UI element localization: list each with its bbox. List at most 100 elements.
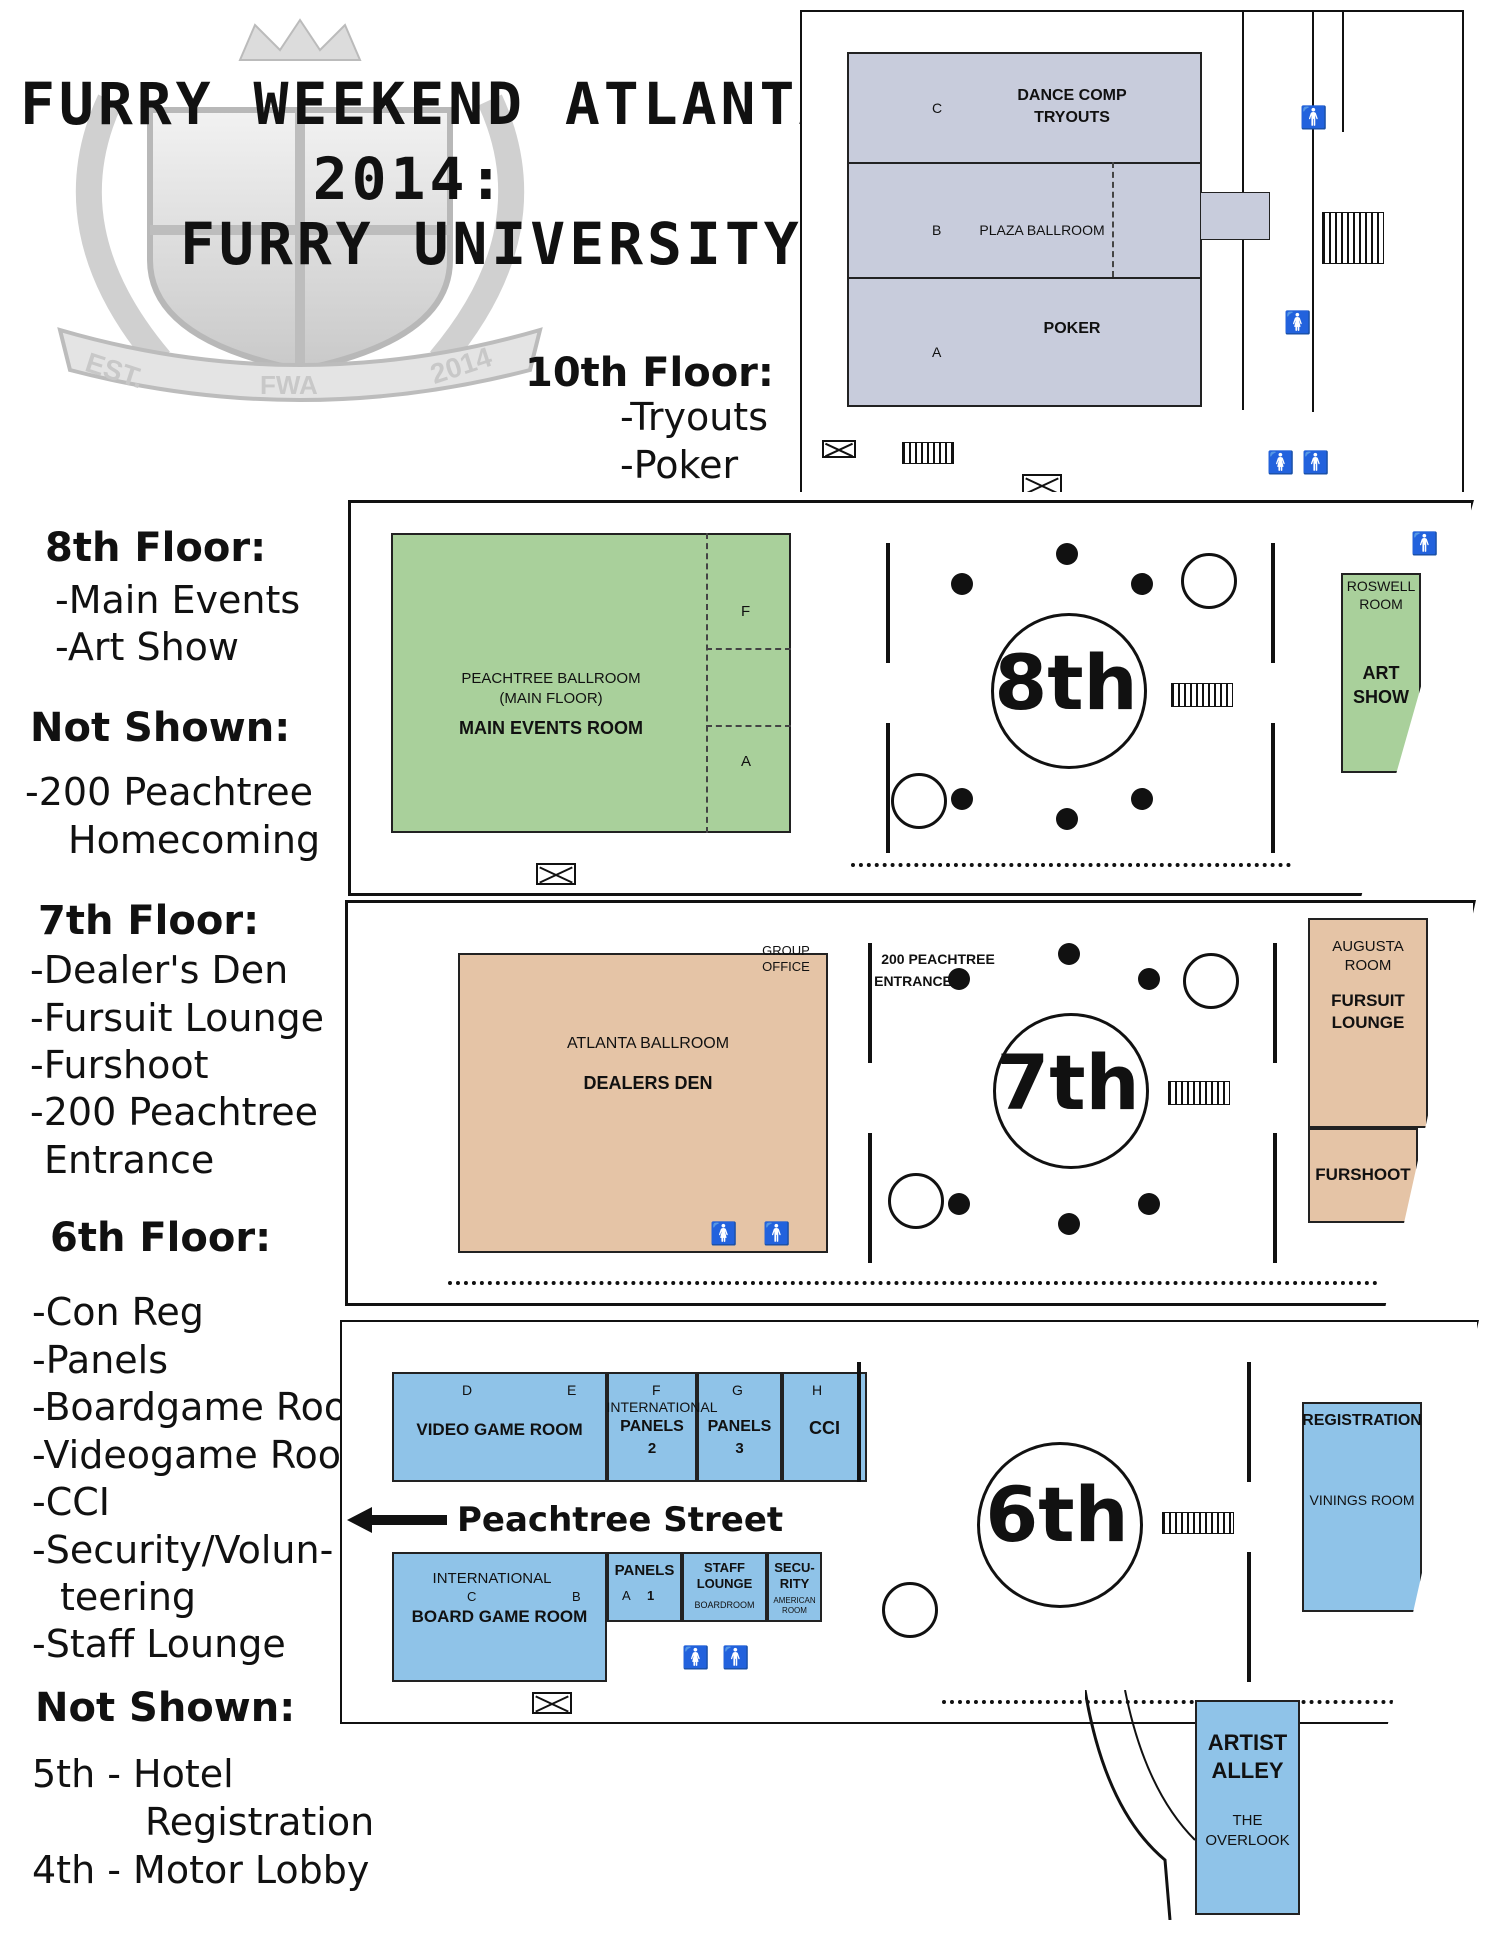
room-label: SHOW	[1353, 687, 1409, 707]
section-label: C	[467, 1589, 477, 1604]
floor7-item: -Dealer's Den	[30, 948, 289, 992]
section-divider-dashed	[706, 533, 708, 833]
column	[951, 788, 973, 810]
restroom-icon: 🚺	[1267, 450, 1295, 475]
floor6-item: -Panels	[32, 1338, 169, 1382]
floor6-item: teering	[60, 1575, 197, 1619]
section-label: B	[932, 222, 942, 238]
room-label: PLAZA BALLROOM	[979, 222, 1105, 238]
floor6-item: -Boardgame Room	[32, 1385, 385, 1429]
staff-lounge-room[interactable]	[682, 1552, 767, 1622]
room-label: ARTIST	[1207, 1730, 1288, 1755]
elevator-bank	[882, 1582, 938, 1638]
room-label: (MAIN FLOOR)	[499, 690, 603, 707]
room-label: FURSHOOT	[1315, 1165, 1411, 1184]
room-label: ROOM	[1344, 957, 1392, 974]
wall	[1242, 240, 1244, 410]
floor8-item: -Main Events	[55, 578, 301, 622]
floor7-heading: 7th Floor:	[38, 898, 260, 944]
room-label: SECU-	[774, 1560, 815, 1575]
floor6-item: -Con Reg	[32, 1290, 204, 1334]
room-label: REGISTRATION	[1302, 1412, 1422, 1429]
stairs	[1322, 212, 1384, 264]
panels-1-room[interactable]	[607, 1552, 682, 1622]
section-label: F	[652, 1382, 661, 1398]
floor8-plan: PEACHTREE BALLROOM (MAIN FLOOR) MAIN EVE…	[348, 500, 1474, 896]
column	[948, 1193, 970, 1215]
column	[948, 968, 970, 990]
corridor-dashed	[942, 1700, 1402, 1704]
floor7-plan: ATLANTA BALLROOM DEALERS DEN GROUP OFFIC…	[345, 900, 1476, 1306]
room-label: PANELS	[707, 1418, 772, 1435]
video-game-room[interactable]	[392, 1372, 607, 1482]
section-label: F	[741, 603, 751, 620]
plaza-ballroom[interactable]	[847, 52, 1202, 407]
title-line-2: 2014:	[312, 145, 508, 213]
floor7-item: -Furshoot	[30, 1043, 209, 1087]
elevator-icon	[532, 1692, 572, 1714]
room-label: RITY	[779, 1576, 810, 1591]
overlook-outline	[1083, 1689, 1196, 1921]
elevator-bank	[1181, 553, 1237, 609]
corridor-dashed	[851, 863, 1291, 867]
section-label: D	[462, 1382, 473, 1398]
column	[1056, 543, 1078, 565]
wall	[1312, 12, 1314, 412]
escalator	[1162, 1512, 1234, 1534]
registration-room[interactable]	[1302, 1402, 1422, 1612]
not-shown-item: Registration	[145, 1800, 375, 1844]
ballroom-divider	[847, 277, 1202, 279]
room-label: 3	[735, 1440, 744, 1457]
entrance-label: 200 PEACHTREE	[881, 951, 995, 967]
title-line-1: FURRY WEEKEND ATLANTA	[20, 70, 838, 138]
section-label: G	[732, 1382, 743, 1398]
restroom-icon: 🚹	[1302, 450, 1330, 475]
column	[1058, 943, 1080, 965]
panels-3-room[interactable]	[697, 1372, 782, 1482]
cci-room[interactable]	[782, 1372, 867, 1482]
room-label: ROOM	[1359, 596, 1403, 612]
restroom-icon: 🚹	[722, 1645, 750, 1670]
column	[1131, 788, 1153, 810]
column	[1138, 1193, 1160, 1215]
room-label: ROOM	[782, 1606, 807, 1615]
elevator-icon	[822, 440, 856, 458]
section-divider-dashed	[706, 725, 791, 727]
rotunda	[993, 1013, 1149, 1169]
wall	[1273, 943, 1277, 1063]
artist-alley-room[interactable]	[1195, 1700, 1300, 1915]
floor-number-label: 6th	[985, 1470, 1129, 1559]
room-label: LOUNGE	[1331, 1013, 1405, 1032]
room-label: AMERICAN	[773, 1596, 816, 1605]
floor6-item: -Security/Volun-	[32, 1528, 334, 1572]
room-label: AUGUSTA	[1332, 938, 1404, 955]
rotunda	[991, 613, 1147, 769]
university-crest: EST. FWA 2014	[40, 10, 560, 410]
wall	[1342, 12, 1344, 132]
elevator-bank	[1183, 953, 1239, 1009]
wall	[1247, 1362, 1251, 1482]
fursuit-lounge-room[interactable]	[1308, 918, 1428, 1128]
section-label: A	[741, 753, 752, 770]
not-shown-item: 4th - Motor Lobby	[32, 1848, 370, 1892]
crest-graphic	[57, 18, 543, 402]
floor-number-label: 8th	[994, 638, 1138, 727]
room-label: VININGS ROOM	[1309, 1492, 1415, 1508]
board-game-room[interactable]	[392, 1552, 607, 1682]
floor7-item: -Fursuit Lounge	[30, 996, 325, 1040]
main-events-room[interactable]	[391, 533, 791, 833]
room-label: ROSWELL	[1346, 578, 1416, 594]
room-label: MAIN EVENTS ROOM	[458, 718, 643, 738]
dealers-den-room[interactable]	[458, 953, 828, 1253]
elevator-icon	[536, 863, 576, 885]
security-room[interactable]	[767, 1552, 822, 1622]
floor6-item: -Staff Lounge	[32, 1622, 286, 1666]
column	[1058, 1213, 1080, 1235]
panels-2-room[interactable]	[607, 1372, 697, 1482]
wall	[868, 943, 872, 1063]
restroom-icon: 🚹	[1300, 105, 1328, 130]
restroom-icon: 🚹	[763, 1221, 791, 1246]
floor10-heading: 10th Floor:	[525, 350, 774, 396]
wall	[1271, 723, 1275, 853]
column	[1138, 968, 1160, 990]
